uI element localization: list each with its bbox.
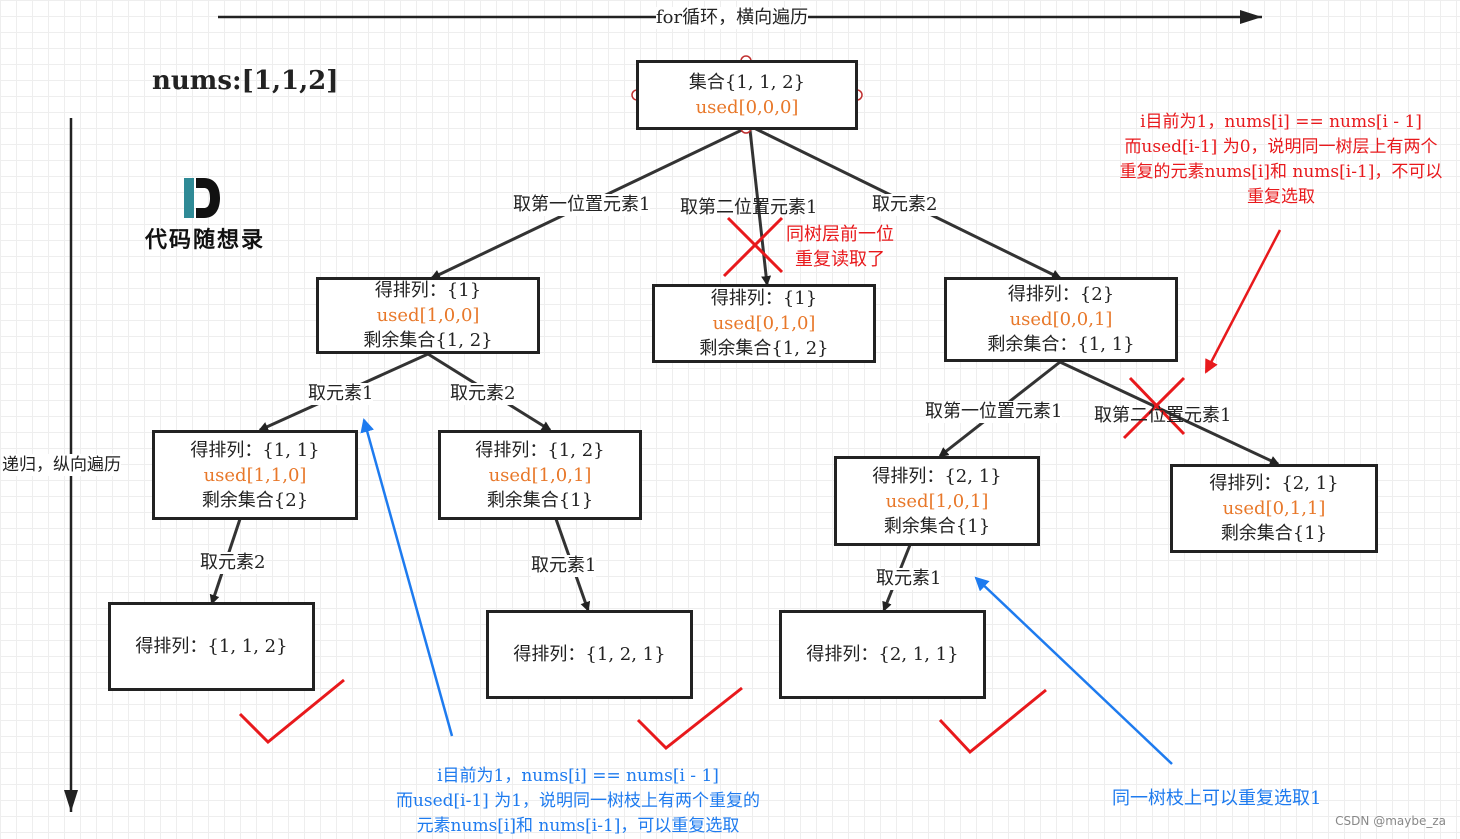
blue-pointer-arrow-right [974,576,1173,765]
red-check-marks [238,678,1047,755]
vertical-recursion-label: 递归，纵向遍历 [2,454,121,476]
note-same-layer-line-1: 同树层前一位 [786,224,894,245]
note-red-line-3: 重复的元素nums[i]和 nums[i-1]，不可以 [1119,162,1443,182]
node-aba: 得排列：{1, 2, 1} [486,610,693,699]
note-red-line-4: 重复选取 [1247,187,1315,207]
node-b-rest: 剩余集合{1, 2} [699,338,829,359]
node-root-line: 集合{1, 1, 2} [688,72,806,93]
node-caa: 得排列：{2, 1, 1} [779,610,986,699]
edge-label-c-cb: 取第二位置元素1 [1094,405,1232,426]
logo-d-mark [184,178,220,218]
note-blue-line-3: 元素nums[i]和 nums[i-1]，可以重复选取 [416,816,740,836]
note-blue-main: i目前为1，nums[i] == nums[i - 1] 而used[i-1] … [362,764,794,839]
node-cb-rest: 剩余集合{1} [1220,523,1328,544]
node-b-used: used[0,1,0] [712,313,816,334]
node-ca: 得排列：{2, 1} used[1,0,1] 剩余集合{1} [834,456,1040,546]
edge-label-a-ab: 取元素2 [450,383,516,405]
note-red-line-2: 而used[i-1] 为0，说明同一树层上有两个 [1124,137,1438,157]
node-caa-line: 得排列：{2, 1, 1} [806,644,959,665]
logo: 代码随想录 [130,172,280,254]
edge-label-c-ca: 取第一位置元素1 [925,401,1063,423]
edge-label-root-b: 取第二位置元素1 [680,197,818,218]
node-a: 得排列：{1} used[1,0,0] 剩余集合{1, 2} [316,277,540,354]
node-aaa: 得排列：{1, 1, 2} [108,602,315,691]
edge-label-root-c: 取元素2 [872,194,938,216]
node-ca-rest: 剩余集合{1} [883,515,991,537]
blue-pointer-arrow-left [360,418,454,737]
edge-label-ab-aba: 取元素1 [531,555,597,577]
node-ab-used: used[1,0,1] [488,464,592,486]
note-blue-line-2: 而used[i-1] 为1，说明同一树枝上有两个重复的 [395,791,761,811]
note-same-layer-small: 同树层前一位 重复读取了 [786,222,894,272]
red-cross-marks [722,216,1186,440]
note-same-layer-line-2: 重复读取了 [795,249,885,270]
edge-label-a-aa: 取元素1 [308,383,374,405]
node-cb-line: 得排列：{2, 1} [1209,473,1339,494]
horizontal-traversal-label: for循环，横向遍历 [656,7,809,29]
node-a-line: 得排列：{1} [374,280,482,301]
edge-label-root-a: 取第一位置元素1 [513,194,651,216]
node-root: 集合{1, 1, 2} used[0,0,0] [636,60,858,130]
node-c-used: used[0,0,1] [1009,309,1113,330]
node-aaa-line: 得排列：{1, 1, 2} [135,636,288,657]
node-aa-rest: 剩余集合{2} [201,489,309,511]
page-title: nums:[1,1,2] [152,66,339,96]
node-aa-used: used[1,1,0] [203,464,307,486]
note-blue-line-1: i目前为1，nums[i] == nums[i - 1] [437,766,719,786]
node-ca-line: 得排列：{2, 1} [872,465,1002,487]
note-blue-right-line: 同一树枝上可以重复选取1 [1112,788,1322,809]
node-b-line: 得排列：{1} [710,288,818,309]
node-ab-rest: 剩余集合{1} [486,489,594,511]
note-red-main: i目前为1，nums[i] == nums[i - 1] 而used[i-1] … [1104,110,1458,210]
logo-text: 代码随想录 [144,228,265,253]
node-a-used: used[1,0,0] [376,305,480,326]
edge-label-aa-aaa: 取元素2 [200,552,266,574]
node-root-used: used[0,0,0] [695,97,799,118]
edge-label-ca-caa: 取元素1 [876,568,942,590]
note-blue-right: 同一树枝上可以重复选取1 [1112,786,1321,811]
node-cb-used: used[0,1,1] [1222,498,1326,519]
node-a-rest: 剩余集合{1, 2} [363,330,493,351]
node-ab-line: 得排列：{1, 2} [475,439,605,461]
node-c-line: 得排列：{2} [1007,284,1115,305]
node-aa: 得排列：{1, 1} used[1,1,0] 剩余集合{2} [152,430,358,520]
node-cb: 得排列：{2, 1} used[0,1,1] 剩余集合{1} [1170,464,1378,553]
node-aa-line: 得排列：{1, 1} [190,439,320,461]
red-pointer-arrow [1204,229,1282,374]
node-ca-used: used[1,0,1] [885,490,989,512]
node-aba-line: 得排列：{1, 2, 1} [513,644,666,665]
watermark: CSDN @maybe_za [1335,814,1446,828]
note-red-line-1: i目前为1，nums[i] == nums[i - 1] [1140,112,1422,132]
node-c-rest: 剩余集合：{1, 1} [987,334,1135,355]
node-c: 得排列：{2} used[0,0,1] 剩余集合：{1, 1} [944,277,1178,362]
node-b: 得排列：{1} used[0,1,0] 剩余集合{1, 2} [652,284,876,363]
node-ab: 得排列：{1, 2} used[1,0,1] 剩余集合{1} [438,430,642,520]
